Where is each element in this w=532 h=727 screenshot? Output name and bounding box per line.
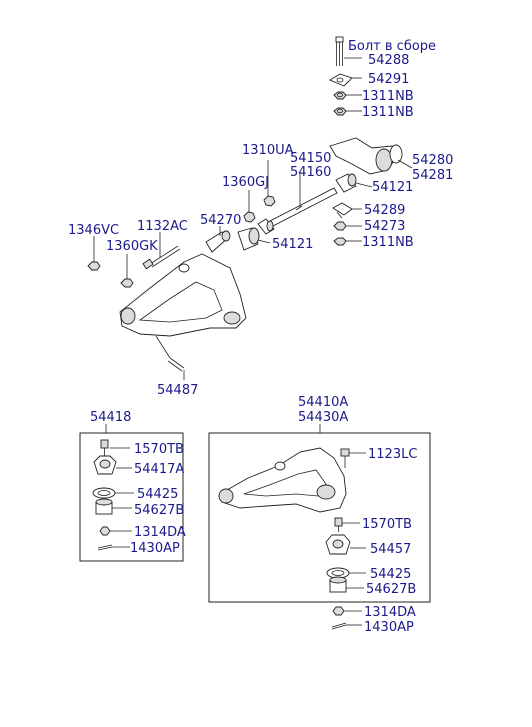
nut-1314da-bottom xyxy=(332,606,345,616)
label-1314da-left: 1314DA xyxy=(134,525,186,540)
boot-54425-right xyxy=(326,567,350,579)
bolt-1132ac xyxy=(142,245,181,270)
bolt-1123lc xyxy=(340,448,350,468)
nut-1311nb-c xyxy=(333,237,347,246)
label-54627b-left: 54627B xyxy=(134,503,184,518)
nut-1314da-left xyxy=(99,526,111,536)
label-54418: 54418 xyxy=(90,410,131,425)
bushing-54150 xyxy=(257,218,275,235)
label-1360gk: 1360GK xyxy=(106,239,158,254)
boot-54425-left xyxy=(92,487,116,499)
ball-joint-54457 xyxy=(325,534,351,555)
label-54273: 54273 xyxy=(364,219,405,234)
right-parts-box xyxy=(208,432,431,603)
label-1570tb-right: 1570TB xyxy=(362,517,412,532)
label-54425-left: 54425 xyxy=(137,487,178,502)
label-bolt-assembly: Болт в сборе xyxy=(348,39,436,54)
bushing-54270 xyxy=(205,230,231,253)
nut-1346vc xyxy=(87,261,101,271)
label-54291: 54291 xyxy=(368,72,409,87)
label-54417a: 54417A xyxy=(134,462,184,477)
label-1430ap-left: 1430AP xyxy=(130,541,180,556)
label-1132ac: 1132AC xyxy=(137,219,188,234)
ball-joint-stud-1570tb-right xyxy=(334,517,343,532)
label-1311nb-c: 1311NB xyxy=(362,235,414,250)
shaft-54160 xyxy=(267,187,338,228)
ball-joint-54417a xyxy=(93,455,117,475)
label-54410a: 54410A xyxy=(298,395,348,410)
label-54457: 54457 xyxy=(370,542,411,557)
nut-1360gk xyxy=(120,278,134,288)
label-54160: 54160 xyxy=(290,165,331,180)
label-54150: 54150 xyxy=(290,151,331,166)
bolt-54288 xyxy=(335,36,344,66)
label-54425-right: 54425 xyxy=(370,567,411,582)
nut-1311nb-a xyxy=(333,91,347,100)
label-54281: 54281 xyxy=(412,168,453,183)
washer-54291 xyxy=(329,73,353,87)
label-54430a: 54430A xyxy=(298,410,348,425)
label-54289: 54289 xyxy=(364,203,405,218)
bushing-54627b-right xyxy=(329,576,347,593)
label-1430ap-bottom: 1430AP xyxy=(364,620,414,635)
nut-54273 xyxy=(333,221,347,231)
nut-1310ua xyxy=(263,195,276,207)
label-1123lc: 1123LC xyxy=(368,447,417,462)
bushing-54121-b xyxy=(237,227,260,251)
label-1310ua: 1310UA xyxy=(242,143,294,158)
label-54121-b: 54121 xyxy=(272,237,313,252)
label-54288: 54288 xyxy=(368,53,409,68)
ball-joint-stud-1570tb-left xyxy=(100,439,109,456)
bracket-54280 xyxy=(329,137,403,175)
label-1311nb-a: 1311NB xyxy=(362,89,414,104)
label-54270: 54270 xyxy=(200,213,241,228)
pin-1430ap-left xyxy=(97,544,113,551)
label-1346vc: 1346VC xyxy=(68,223,119,238)
label-1360gj: 1360GJ xyxy=(222,175,269,190)
upper-control-arm xyxy=(119,253,247,337)
label-1311nb-b: 1311NB xyxy=(362,105,414,120)
bushing-54627b-left xyxy=(95,498,113,515)
lower-control-arm xyxy=(218,447,347,513)
left-parts-box xyxy=(79,432,184,562)
label-54280: 54280 xyxy=(412,153,453,168)
nut-1311nb-b xyxy=(333,107,347,116)
bolt-54487 xyxy=(155,335,185,372)
washer-54289 xyxy=(332,202,353,219)
label-1314da-bottom: 1314DA xyxy=(364,605,416,620)
pin-1430ap-bottom xyxy=(331,622,347,630)
label-54121-a: 54121 xyxy=(372,180,413,195)
label-54487: 54487 xyxy=(157,383,198,398)
label-1570tb-left: 1570TB xyxy=(134,442,184,457)
bushing-54121-a xyxy=(335,173,357,193)
nut-1360gj xyxy=(243,211,256,223)
label-54627b-right: 54627B xyxy=(366,582,416,597)
